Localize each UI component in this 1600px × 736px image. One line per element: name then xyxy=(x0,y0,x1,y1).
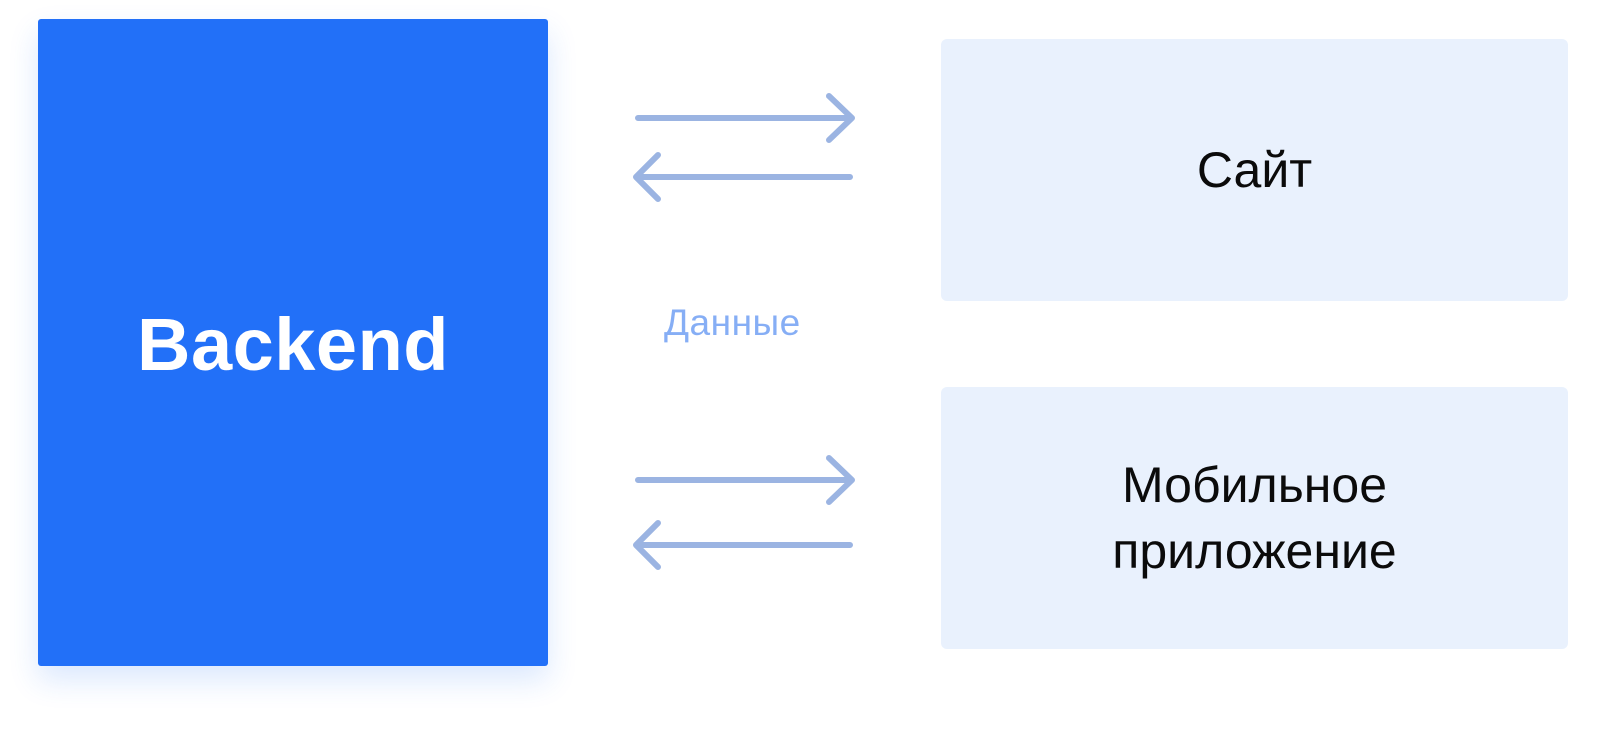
mobile-arrows xyxy=(633,455,855,570)
arrow-mobile-to-backend xyxy=(633,520,853,570)
mobile-app-label: Мобильное приложение xyxy=(1112,452,1396,584)
site-arrows xyxy=(633,93,855,202)
site-box: Сайт xyxy=(941,39,1568,301)
data-flow-label: Данные xyxy=(664,302,801,343)
mobile-app-label-line-1: Мобильное xyxy=(1121,457,1388,513)
backend-box: Backend xyxy=(38,19,548,666)
backend-label: Backend xyxy=(137,303,449,386)
arrow-site-to-backend xyxy=(633,152,853,202)
site-label: Сайт xyxy=(1196,142,1313,198)
arrow-backend-to-site xyxy=(635,93,855,143)
mobile-app-box: Мобильное приложение xyxy=(941,387,1568,649)
mobile-app-label-line-2: приложение xyxy=(1112,523,1397,579)
arrow-backend-to-mobile xyxy=(635,455,855,505)
